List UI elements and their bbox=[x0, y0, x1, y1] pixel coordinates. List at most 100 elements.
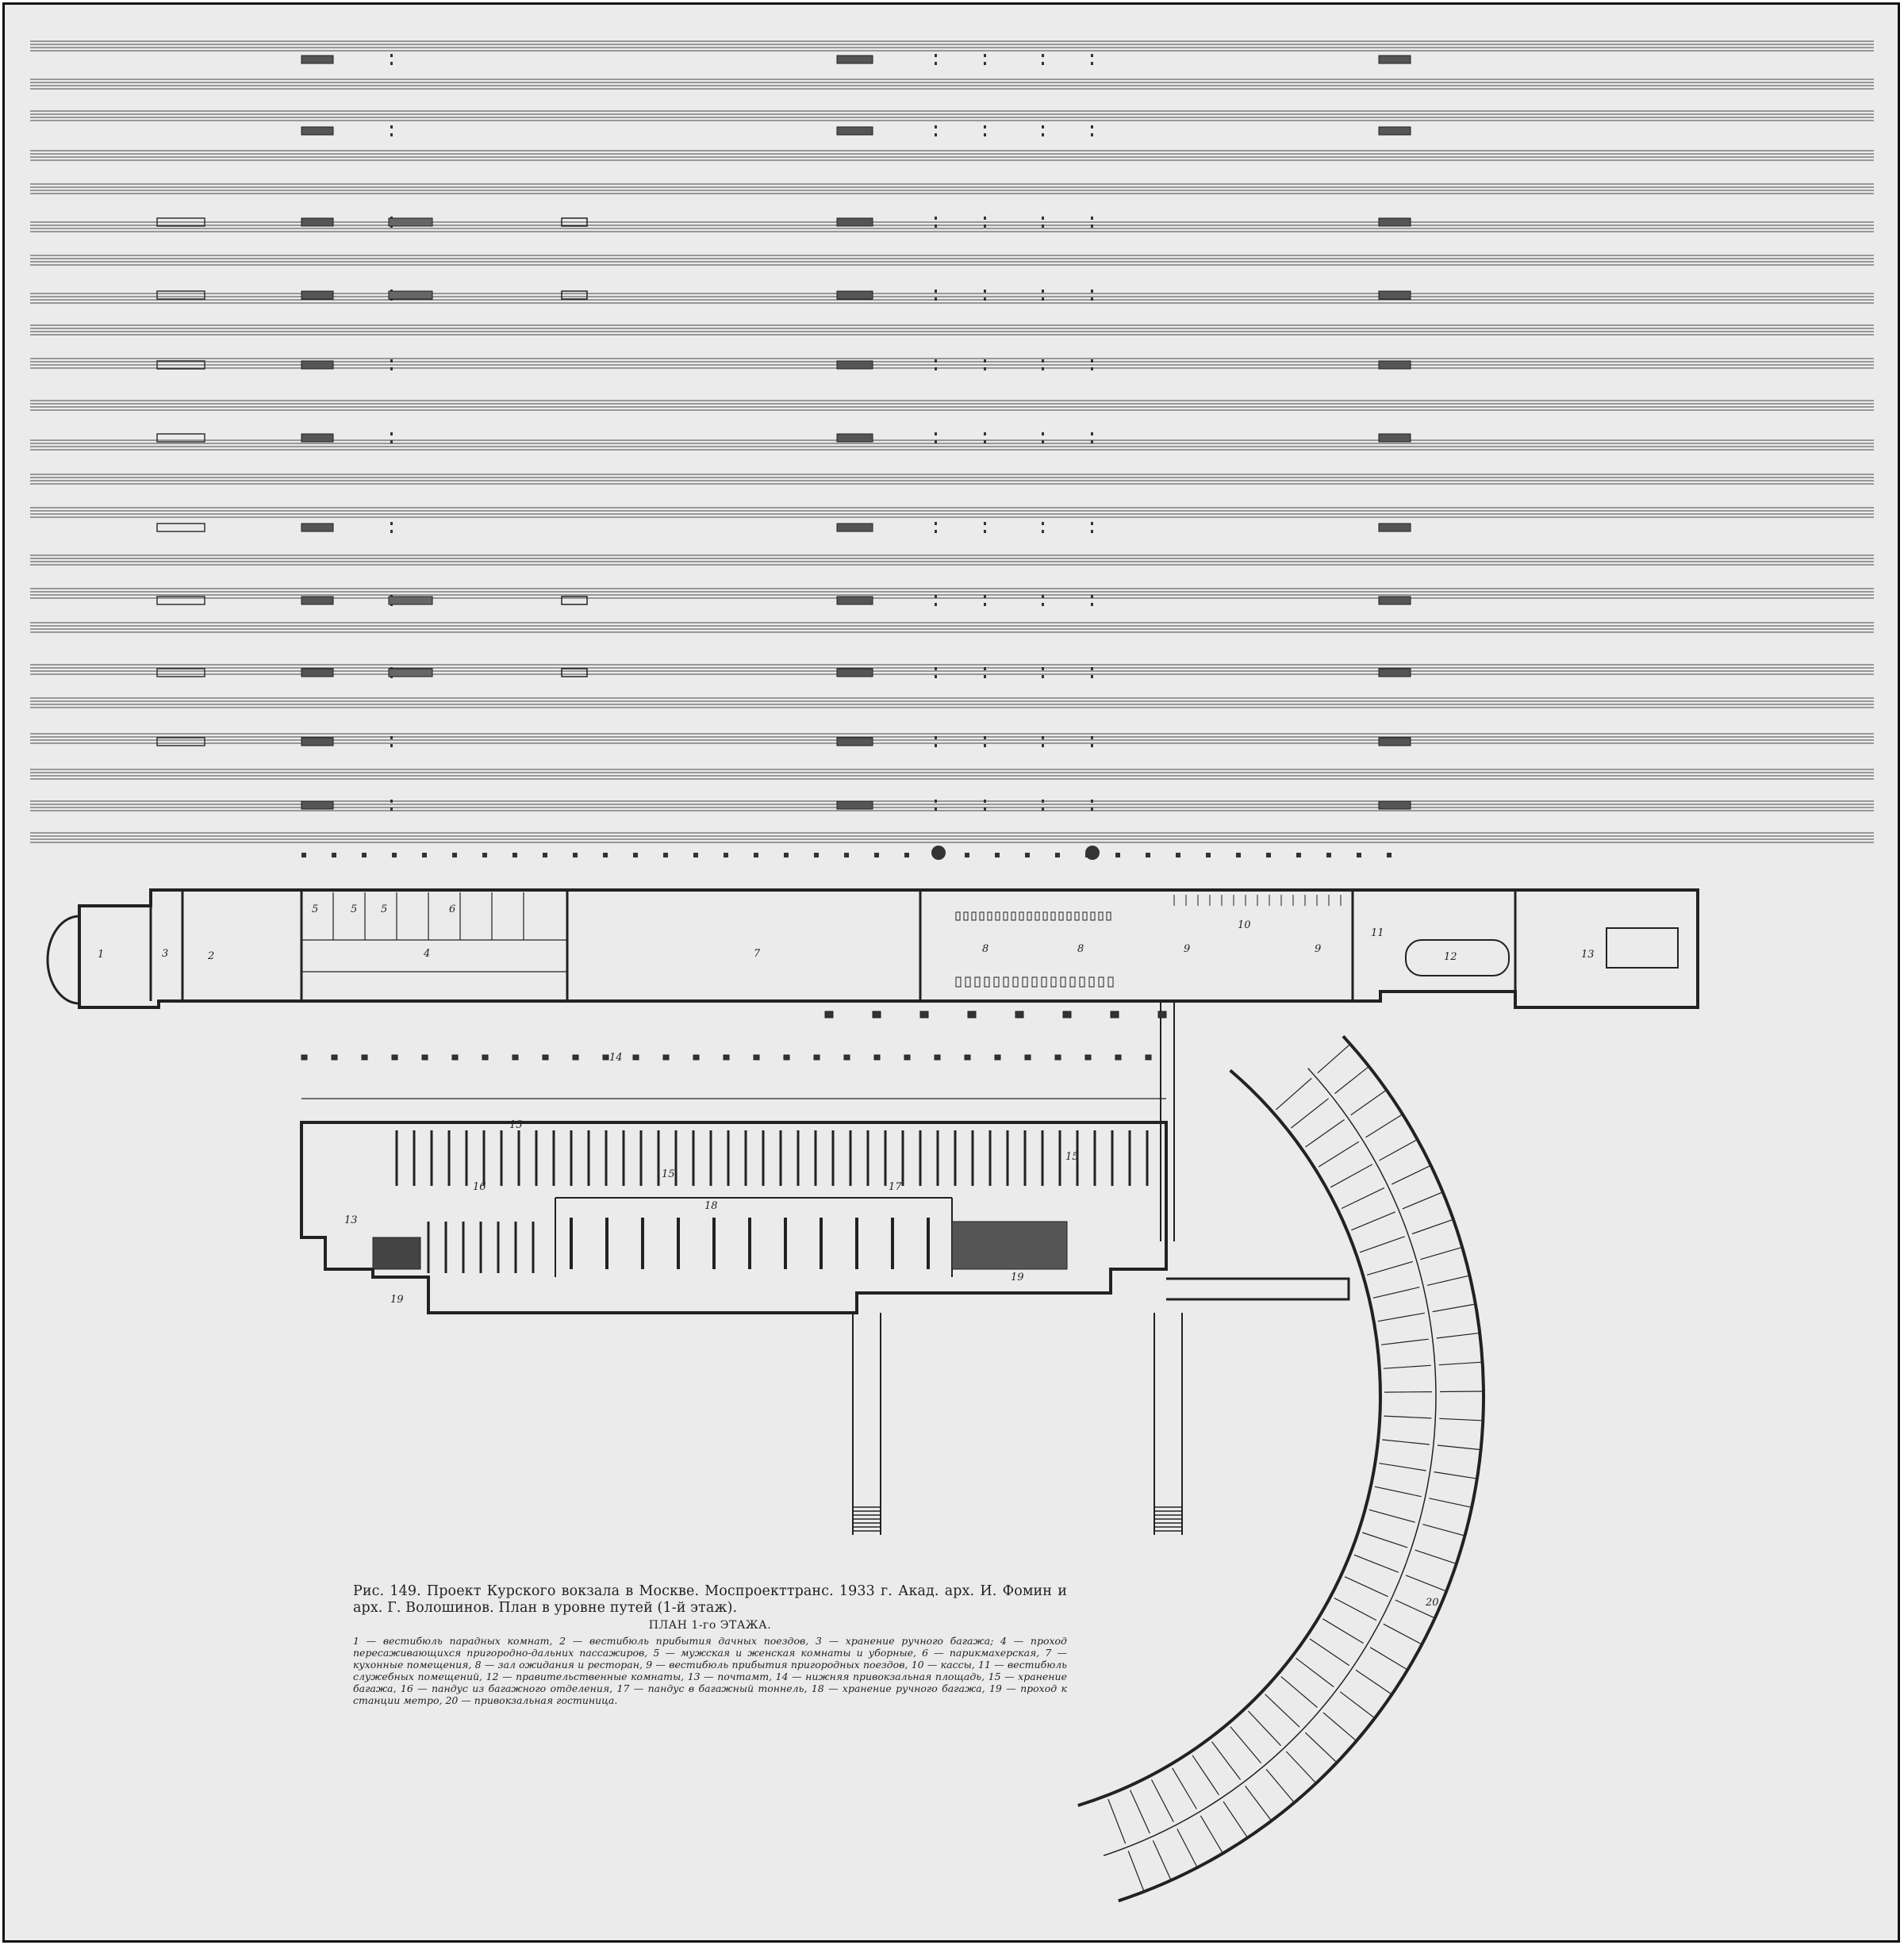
column-mark bbox=[1091, 290, 1093, 293]
baggage-building-plan bbox=[300, 1011, 1350, 1535]
column-mark bbox=[1146, 853, 1150, 857]
table-mark bbox=[1050, 976, 1057, 988]
hotel-room-wall bbox=[1351, 1211, 1395, 1231]
seat-mark bbox=[963, 911, 969, 921]
column-mark bbox=[935, 125, 937, 129]
hotel-room-wall bbox=[1318, 1141, 1360, 1168]
column-mark bbox=[482, 853, 487, 857]
platform-kiosk bbox=[301, 596, 334, 605]
column-mark bbox=[390, 367, 393, 370]
hotel-room-wall bbox=[1339, 1691, 1374, 1718]
legend-item: 18 — хранение ручного багажа, bbox=[811, 1682, 985, 1694]
figure-caption: Рис. 149. Проект Курского вокзала в Моск… bbox=[353, 1583, 1067, 1706]
hotel-room-wall bbox=[1341, 1187, 1385, 1210]
column-mark bbox=[390, 54, 393, 57]
platform-kiosk bbox=[301, 668, 334, 677]
hotel-room-wall bbox=[1247, 1710, 1281, 1747]
column-mark bbox=[1296, 853, 1301, 857]
column-mark bbox=[935, 603, 937, 606]
column-mark bbox=[1055, 853, 1060, 857]
hotel-room-wall bbox=[1436, 1333, 1479, 1339]
hotel-room-wall bbox=[1405, 1575, 1445, 1591]
seat-mark bbox=[971, 911, 977, 921]
room-label-10: 10 bbox=[1238, 919, 1251, 931]
column-mark bbox=[873, 1054, 881, 1061]
hotel-room-wall bbox=[1368, 1509, 1415, 1523]
column-mark bbox=[984, 808, 986, 811]
room-label-13b: 13 bbox=[344, 1214, 358, 1226]
column-mark bbox=[1091, 54, 1093, 57]
column-mark bbox=[391, 1054, 398, 1061]
hotel-room-wall bbox=[1344, 1576, 1388, 1598]
hotel-room-wall bbox=[1437, 1444, 1480, 1450]
column-mark bbox=[1091, 432, 1093, 435]
column-mark bbox=[1042, 217, 1044, 220]
room-label-9a: 9 bbox=[1184, 943, 1190, 955]
seat-mark bbox=[1058, 911, 1064, 921]
platform-kiosk bbox=[836, 55, 873, 64]
main-building-plan bbox=[46, 888, 1699, 1241]
column-mark bbox=[1091, 224, 1093, 228]
seat-mark bbox=[1050, 911, 1056, 921]
platform-kiosk bbox=[301, 360, 334, 370]
column-mark bbox=[1091, 800, 1093, 803]
hotel-room-wall bbox=[1415, 1549, 1456, 1564]
table-mark bbox=[1060, 976, 1066, 988]
column-mark bbox=[935, 133, 937, 136]
table-mark bbox=[1003, 976, 1009, 988]
legend-item: 8 — зал ожидания и ресторан, bbox=[474, 1659, 643, 1671]
seat-mark bbox=[1019, 911, 1024, 921]
column-mark bbox=[1110, 1011, 1119, 1019]
column-mark bbox=[1091, 675, 1093, 678]
seat-mark bbox=[1082, 911, 1088, 921]
column-mark bbox=[1042, 125, 1044, 129]
seat-mark bbox=[1098, 911, 1104, 921]
column-mark bbox=[1091, 667, 1093, 670]
stair-block bbox=[372, 1237, 421, 1270]
hotel-room-wall bbox=[1422, 1524, 1464, 1536]
legend-item: 14 — нижняя привокзальная площадь, bbox=[775, 1671, 985, 1682]
hotel-room-wall bbox=[1192, 1755, 1219, 1796]
column-mark bbox=[935, 675, 937, 678]
column-mark bbox=[603, 853, 608, 857]
column-mark bbox=[874, 853, 879, 857]
room-label-19b: 19 bbox=[1011, 1272, 1024, 1283]
room-label-19a: 19 bbox=[390, 1294, 404, 1306]
hotel-room-wall bbox=[1280, 1676, 1318, 1708]
platform-shelter bbox=[156, 217, 205, 227]
platform-kiosk bbox=[301, 55, 334, 64]
hotel-room-wall bbox=[1379, 1139, 1417, 1161]
platform-kiosk bbox=[836, 668, 873, 677]
platform-kiosk bbox=[301, 800, 334, 810]
legend-item: 5 — мужская и женская комнаты и уборные, bbox=[653, 1647, 917, 1659]
platform-shelter bbox=[156, 360, 205, 370]
column-mark bbox=[1157, 1011, 1167, 1019]
platform-kiosk bbox=[1378, 433, 1411, 443]
platform-shelter bbox=[388, 217, 433, 227]
hotel-room-wall bbox=[1285, 1751, 1316, 1783]
platform-kiosk bbox=[836, 737, 873, 746]
column-mark bbox=[935, 290, 937, 293]
column-mark bbox=[814, 853, 819, 857]
column-mark bbox=[301, 853, 306, 857]
platform-shelter bbox=[156, 290, 205, 300]
column-mark bbox=[1042, 595, 1044, 598]
column-mark bbox=[301, 1054, 308, 1061]
hotel-room-wall bbox=[1265, 1769, 1294, 1802]
hotel-room-wall bbox=[1130, 1790, 1150, 1834]
column-mark bbox=[1091, 736, 1093, 739]
platform-shelter bbox=[388, 596, 433, 605]
column-mark bbox=[543, 853, 547, 857]
column-mark bbox=[984, 367, 986, 370]
legend-item: 7 — кухонные помещения, bbox=[353, 1647, 1067, 1671]
column-mark bbox=[935, 736, 937, 739]
column-mark bbox=[904, 1054, 911, 1061]
column-mark bbox=[784, 853, 789, 857]
hotel-room-wall bbox=[1330, 1164, 1373, 1188]
platform-kiosk bbox=[1378, 596, 1411, 605]
legend-item: 3 — хранение ручного багажа; bbox=[815, 1635, 994, 1647]
platform-kiosk bbox=[836, 800, 873, 810]
room-label-8b: 8 bbox=[1077, 943, 1084, 955]
column-mark bbox=[1326, 853, 1331, 857]
